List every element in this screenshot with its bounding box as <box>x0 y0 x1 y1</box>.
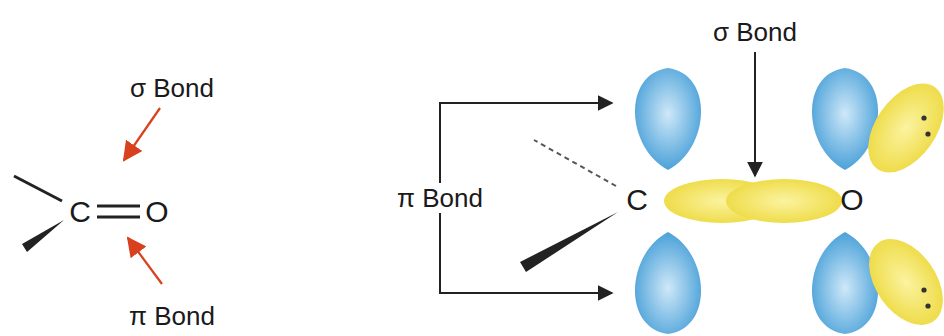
atom-symbol: C <box>69 197 91 227</box>
bond-label: π Bond <box>129 303 215 329</box>
bond-label: π Bond <box>394 183 486 213</box>
p-orbitals <box>635 68 878 334</box>
structure-bonds <box>14 176 140 252</box>
leader-arrows <box>124 108 162 284</box>
atom-symbol: C <box>626 185 648 215</box>
lone-pair-orbitals <box>853 70 944 336</box>
callout-arrows <box>440 52 755 293</box>
sigma-orbitals <box>664 179 842 223</box>
bond-label: σ Bond <box>130 75 214 101</box>
atom-symbol: O <box>840 185 863 215</box>
bond-label: σ Bond <box>713 19 797 45</box>
atom-symbol: O <box>145 197 168 227</box>
carbon-substituent-bonds <box>520 140 618 272</box>
